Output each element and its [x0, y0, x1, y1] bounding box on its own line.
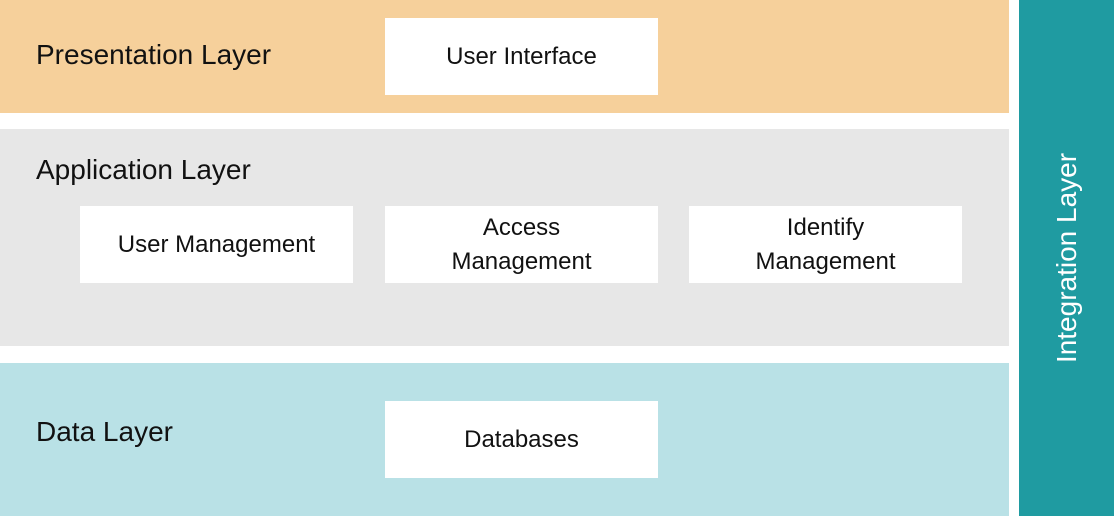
application-layer: Application Layer User Management Access… [0, 129, 1009, 346]
user-management-box: User Management [80, 206, 353, 283]
application-layer-title: Application Layer [36, 154, 251, 185]
databases-box: Databases [385, 401, 658, 478]
access-management-box: Access Management [385, 206, 658, 283]
presentation-layer-title: Presentation Layer [36, 39, 272, 70]
user-interface-box: User Interface [385, 18, 658, 95]
identify-management-box: Identify Management [689, 206, 962, 283]
integration-layer: Integration Layer [1019, 0, 1114, 516]
databases-label: Databases [464, 425, 579, 453]
presentation-layer: Presentation Layer User Interface [0, 0, 1009, 113]
access-management-label: Access Management [451, 213, 592, 275]
data-layer: Data Layer Databases [0, 363, 1009, 516]
user-management-label: User Management [117, 230, 316, 258]
user-interface-label: User Interface [446, 42, 597, 70]
integration-layer-title: Integration Layer [1050, 152, 1082, 364]
data-layer-title: Data Layer [36, 416, 173, 447]
identify-management-label: Identify Management [755, 213, 896, 275]
